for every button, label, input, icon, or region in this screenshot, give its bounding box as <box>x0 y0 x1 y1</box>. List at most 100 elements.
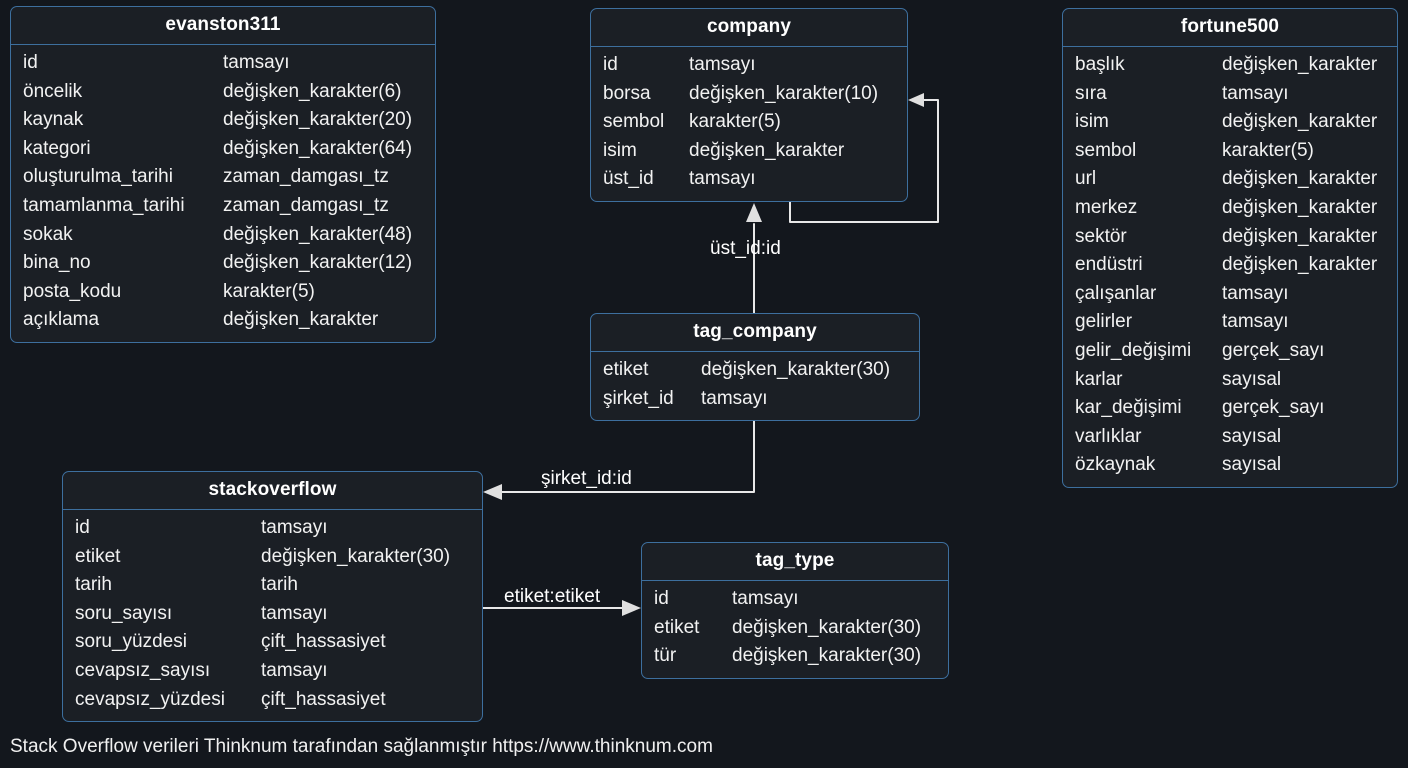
column-type: değişken_karakter(64) <box>223 137 413 159</box>
column-name: sembol <box>603 111 665 133</box>
column-type: değişken_karakter <box>1222 168 1378 190</box>
arrowhead-icon <box>622 600 641 616</box>
column-name: posta_kodu <box>23 280 122 302</box>
column-name: şirket_id <box>603 387 674 409</box>
column-name: tür <box>654 645 677 667</box>
column-type: değişken_karakter(30) <box>732 645 922 667</box>
entity-table-title: fortune500 <box>1063 9 1397 47</box>
column-type: gerçek_sayı <box>1222 339 1325 361</box>
column-name: soru_yüzdesi <box>75 631 187 653</box>
column-type: sayısal <box>1222 425 1282 447</box>
column-type: değişken_karakter <box>1222 111 1378 133</box>
column-name: id <box>75 517 90 538</box>
column-name: kar_değişimi <box>1075 397 1182 419</box>
column-type: tamsayı <box>261 517 328 538</box>
column-name: isim <box>1075 111 1109 133</box>
column-name: sembol <box>1075 139 1137 161</box>
column-name: id <box>654 588 669 609</box>
column-type: değişken_karakter <box>1222 54 1378 75</box>
column-type: değişken_karakter(10) <box>689 82 879 104</box>
column-type: değişken_karakter(30) <box>261 545 451 567</box>
column-name: gelir_değişimi <box>1075 339 1192 361</box>
column-name: sokak <box>23 223 73 245</box>
entity-column-row: tarih tarih <box>63 571 482 600</box>
column-name: endüstri <box>1075 254 1143 276</box>
entity-column-row: gelir_değişimi gerçek_sayı <box>1063 337 1397 366</box>
arrowhead-icon <box>483 484 502 500</box>
entity-column-row: varlıklar sayısal <box>1063 423 1397 452</box>
entity-table-title: evanston311 <box>11 7 435 45</box>
column-name: gelirler <box>1075 311 1133 333</box>
column-type: tamsayı <box>701 387 768 409</box>
diagram-caption: Stack Overflow verileri Thinknum tarafın… <box>10 736 713 757</box>
column-type: karakter(5) <box>223 280 315 302</box>
column-name: merkez <box>1075 196 1138 218</box>
column-name: çalışanlar <box>1075 282 1157 304</box>
column-name: bina_no <box>23 252 91 274</box>
column-name: öncelik <box>23 80 83 102</box>
column-name: varlıklar <box>1075 425 1142 447</box>
relationship-label-stackoverflow-tagtype: etiket:etiket <box>504 586 601 607</box>
column-type: değişken_karakter(30) <box>732 616 922 638</box>
column-type: sayısal <box>1222 454 1282 476</box>
column-type: tamsayı <box>689 54 756 75</box>
column-type: değişken_karakter <box>1222 196 1378 218</box>
entity-table-title: company <box>591 9 907 47</box>
column-type: tarih <box>261 574 298 596</box>
entity-column-row: merkez değişken_karakter <box>1063 194 1397 223</box>
column-name: tamamlanma_tarihi <box>23 194 185 216</box>
entity-column-row: posta_kodu karakter(5) <box>11 278 435 307</box>
column-type: tamsayı <box>261 659 328 681</box>
entity-table-title: stackoverflow <box>63 472 482 510</box>
entity-table-title: tag_type <box>642 543 948 581</box>
column-type: değişken_karakter(30) <box>701 359 891 380</box>
column-name: soru_sayısı <box>75 602 173 624</box>
column-type: tamsayı <box>261 602 328 624</box>
column-name: oluşturulma_tarihi <box>23 166 173 188</box>
entity-column-row: öncelik değişken_karakter(6) <box>11 78 435 107</box>
column-name: tarih <box>75 574 112 596</box>
column-type: değişken_karakter(6) <box>223 80 402 102</box>
column-type: zaman_damgası_tz <box>223 166 389 188</box>
entity-table-title: tag_company <box>591 314 919 352</box>
column-type: değişken_karakter(48) <box>223 223 413 245</box>
column-name: üst_id <box>603 168 654 190</box>
column-type: zaman_damgası_tz <box>223 194 389 216</box>
entity-column-row: sokak değişken_karakter(48) <box>11 221 435 250</box>
entity-column-row: şirket_id tamsayı <box>591 385 919 414</box>
